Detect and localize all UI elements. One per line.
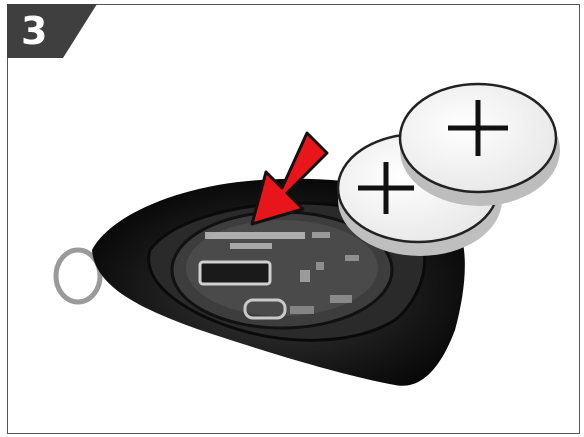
step-number: 3 <box>21 8 47 54</box>
battery-coin-icon <box>400 84 560 206</box>
battery-replacement-illustration <box>40 60 580 400</box>
step-badge: 3 <box>7 4 97 58</box>
